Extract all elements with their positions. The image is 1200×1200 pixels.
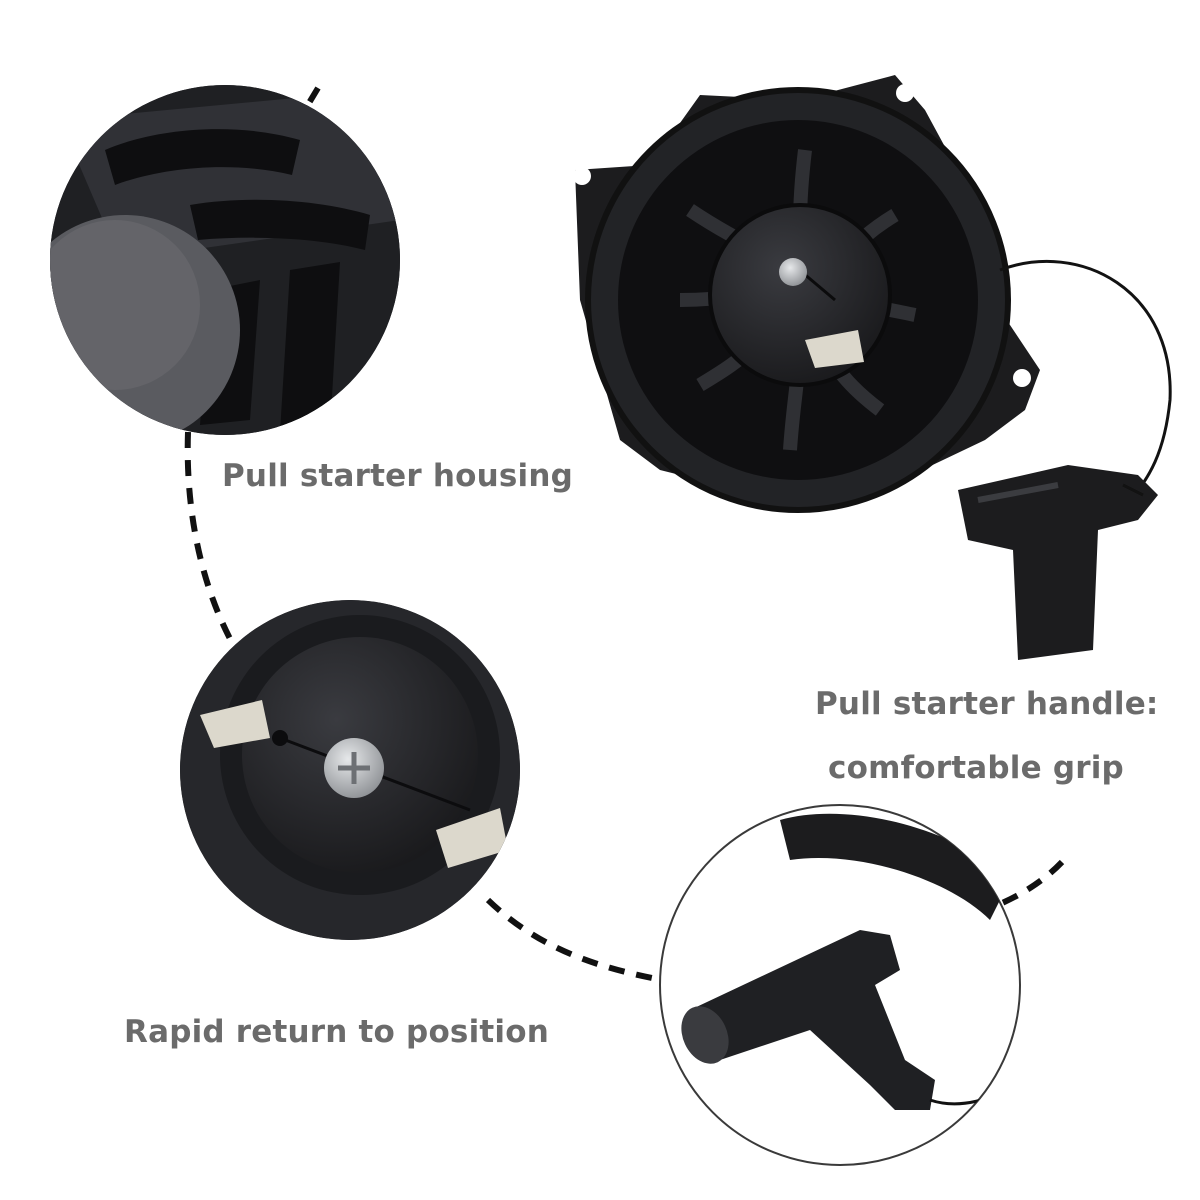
label-handle-title: Pull starter handle: bbox=[815, 686, 1159, 722]
pull-handle bbox=[958, 465, 1158, 660]
connector-housing-to-spool bbox=[184, 431, 245, 662]
recoil-starter-assembly bbox=[573, 75, 1172, 660]
connector-handle-top bbox=[983, 859, 1065, 913]
label-handle-subtitle: comfortable grip bbox=[828, 750, 1124, 786]
spool-closeup-circle bbox=[180, 600, 520, 940]
handle-grip bbox=[690, 930, 935, 1110]
housing-closeup-circle bbox=[50, 85, 400, 435]
pawl-upper bbox=[200, 700, 270, 748]
connector-spool-to-handle bbox=[485, 897, 663, 983]
vent-slot bbox=[190, 199, 370, 250]
handle-closeup-circle bbox=[659, 804, 1021, 1166]
vent-slot bbox=[105, 129, 300, 185]
hub-pawl bbox=[805, 330, 864, 368]
vent-slot bbox=[280, 262, 340, 432]
pull-cord bbox=[999, 260, 1172, 507]
label-return: Rapid return to position bbox=[124, 1014, 550, 1050]
pawl-lower bbox=[436, 808, 508, 868]
label-housing: Pull starter housing bbox=[222, 458, 574, 494]
